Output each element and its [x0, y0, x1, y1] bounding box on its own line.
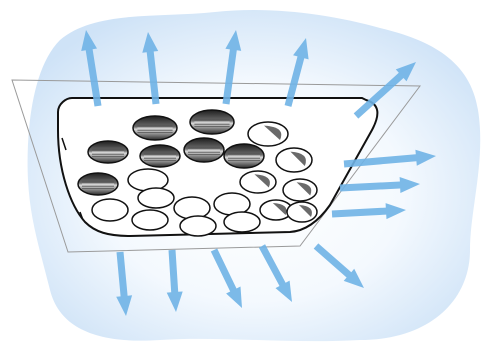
- diffuser-slot-21: [223, 211, 261, 233]
- airflow-arrow-2: [142, 32, 160, 105]
- airflow-arrow-5: [353, 62, 416, 119]
- airflow-arrows: [81, 30, 436, 316]
- airflow-arrow-13: [258, 244, 292, 302]
- diffuser-slot-14: [137, 187, 175, 209]
- diffuser-slot-12: [282, 178, 318, 202]
- diffuser-slot-3: [247, 121, 289, 147]
- airflow-arrow-1: [81, 30, 102, 107]
- airflow-arrow-12: [210, 248, 242, 308]
- airflow-arrow-11: [166, 249, 183, 312]
- diffuser-slot-19: [131, 209, 169, 231]
- diffuser-slot-6: [183, 137, 225, 163]
- diffuser-slot-4: [87, 140, 129, 164]
- diffuser-slot-5: [139, 144, 181, 168]
- airflow-arrow-6: [343, 149, 436, 168]
- diffuser-slot-10: [127, 168, 169, 192]
- airflow-arrow-7: [339, 177, 420, 193]
- diffuser-slot-7: [223, 143, 265, 169]
- diffuser-slot-8: [275, 147, 313, 173]
- airflow-arrow-4: [284, 38, 309, 107]
- diffuser-slot-2: [189, 109, 235, 135]
- airflow-arrow-3: [222, 30, 242, 105]
- diffuser-slot-13: [91, 198, 129, 222]
- airflow-arrow-10: [116, 251, 133, 316]
- airflow-arrow-8: [331, 203, 406, 220]
- diffuser-slot-20: [179, 215, 217, 237]
- ceiling-plane: [11, 79, 421, 253]
- diffuser-slot-18: [286, 201, 318, 223]
- panel-rim-marks: [61, 137, 84, 221]
- diffuser-slot-9: [77, 172, 119, 196]
- diffuser-slot-1: [132, 115, 178, 141]
- diffuser-slot-15: [173, 196, 211, 220]
- airflow-arrow-9: [313, 243, 364, 288]
- diffuser-slot-11: [239, 170, 277, 194]
- diffuser-slots: [77, 109, 318, 237]
